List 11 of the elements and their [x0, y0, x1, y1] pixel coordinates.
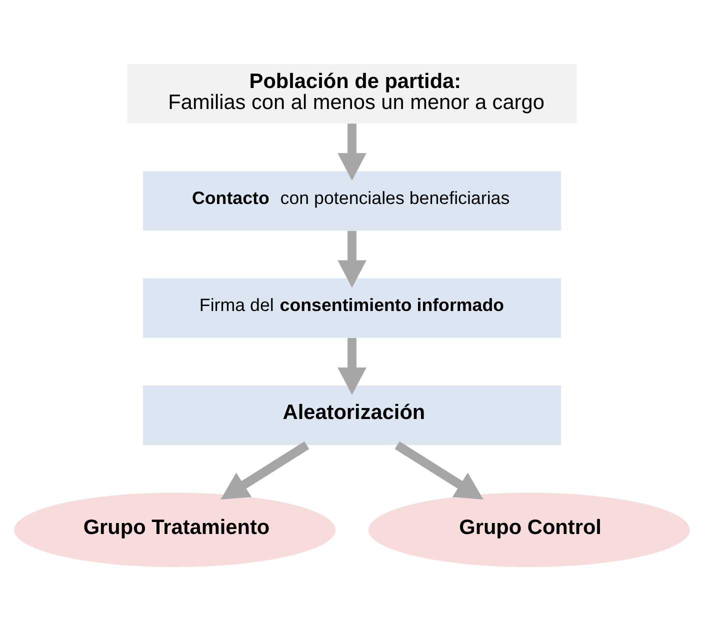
node-box: Firma del consentimiento informado: [142, 278, 562, 338]
node-box: Población de partida: Familias con al menos un menor a cargo: [127, 63, 577, 123]
node-box: Aleatorización: [142, 384, 562, 444]
node-ellipse: Grupo Control: [368, 492, 690, 567]
node-box: Contacto con potenciales beneficiarias: [142, 170, 562, 230]
arrow: [394, 440, 484, 499]
node-ellipse: Grupo Tratamiento: [14, 492, 336, 567]
arrow: [220, 440, 310, 499]
arrow: [338, 230, 366, 288]
arrow: [338, 123, 366, 180]
arrow: [338, 338, 366, 394]
